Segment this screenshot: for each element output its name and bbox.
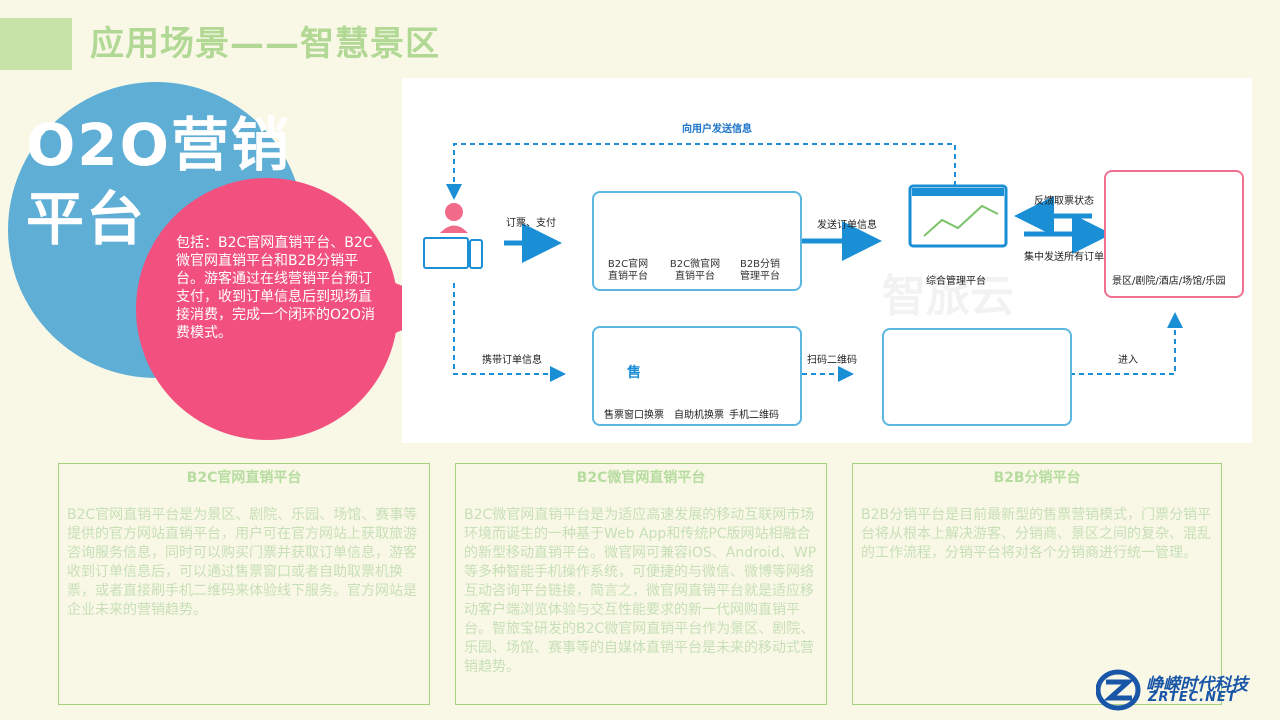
label-ticket-window: 售票窗口换票 [604, 410, 664, 421]
monitor-icon [423, 237, 469, 269]
mgmt-monitor-icon [908, 184, 1008, 248]
ticket-window-glyph: 售 [627, 365, 641, 381]
pink-circle [136, 178, 398, 440]
hero-title: O2O营销 平台 [26, 108, 291, 256]
panel-b2c-web: B2C官网直销平台 B2C官网直销平台是为景区、剧院、乐园、场馆、赛事等提供的官… [58, 463, 430, 705]
panel-title: B2B分销平台 [993, 470, 1081, 486]
hero-title-line1: O2O营销 [26, 111, 291, 179]
panel-body: B2C官网直销平台是为景区、剧院、乐园、场馆、赛事等提供的官方网站直销平台，用户… [67, 507, 418, 618]
label-send-user-info: 向用户发送信息 [682, 124, 752, 135]
top-dashed-arrow [446, 143, 956, 200]
platform-label-b2c-mobile: B2C微官网直销平台 [669, 259, 721, 282]
panel-title: B2C微官网直销平台 [576, 470, 706, 486]
zrtec-logo-icon [1096, 669, 1141, 711]
hero-title-line2: 平台 [26, 185, 147, 253]
panel-title: B2C官网直销平台 [186, 470, 302, 486]
panel-b2c-mobile: B2C微官网直销平台 B2C微官网直销平台是为适应高速发展的移动互联网市场环境而… [455, 463, 827, 705]
platform-label-b2b: B2B分销管理平台 [739, 259, 781, 282]
label-feedback: 反馈取票状态 [1034, 196, 1094, 207]
panel-body: B2C微官网直销平台是为适应高速发展的移动互联网市场环境而诞生的一种基于Web … [464, 507, 817, 675]
label-mobile-qr: 手机二维码 [729, 410, 779, 421]
venues-box: 景区/剧院/酒店/场馆/乐园 [1104, 170, 1244, 298]
label-venues: 景区/剧院/酒店/场馆/乐园 [1112, 276, 1226, 287]
page-title: 应用场景——智慧景区 [90, 24, 440, 64]
watermark: 智旅云 [882, 271, 1014, 322]
user-head-icon [445, 203, 463, 221]
label-send-order: 发送订单信息 [817, 220, 877, 231]
title-accent-bar [0, 18, 72, 70]
label-carry-order: 携带订单信息 [482, 355, 542, 366]
logo-cn-text: 峥嵘时代科技 [1146, 675, 1248, 695]
label-kiosk: 自助机换票 [674, 410, 724, 421]
hero-description: 包括：B2C官网直销平台、B2C微官网直销平台和B2B分销平台。游客通过在线营销… [176, 235, 375, 341]
label-enter: 进入 [1118, 355, 1138, 366]
label-mgmt: 综合管理平台 [926, 276, 986, 287]
flow-diagram: 向用户发送信息 订票、支付 发送订单信息 反馈取票状态 集中发送所有订单 携带订… [402, 78, 1252, 443]
label-scan: 扫码二维码 [807, 355, 857, 366]
label-send-all: 集中发送所有订单 [1024, 252, 1104, 263]
exchange-box: 售票窗口换票 自助机换票 手机二维码 售 [592, 326, 802, 426]
platforms-box: B2C官网直销平台 B2C微官网直销平台 B2B分销管理平台 [592, 191, 802, 291]
panel-b2b: B2B分销平台 B2B分销平台是目前最新型的售票营销模式，门票分销平台将从根本上… [852, 463, 1222, 705]
arrow-carry-order [453, 283, 566, 382]
user-body-icon [440, 225, 468, 233]
logo-en-text: ZRTEC.NET [1148, 690, 1237, 705]
panel-body: B2B分销平台是目前最新型的售票营销模式，门票分销平台将从根本上解决游客、分销商… [861, 507, 1212, 561]
platform-label-b2c-web: B2C官网直销平台 [607, 259, 649, 282]
gates-box [882, 328, 1072, 426]
phone-icon [469, 239, 483, 269]
label-order-pay: 订票、支付 [506, 218, 556, 229]
